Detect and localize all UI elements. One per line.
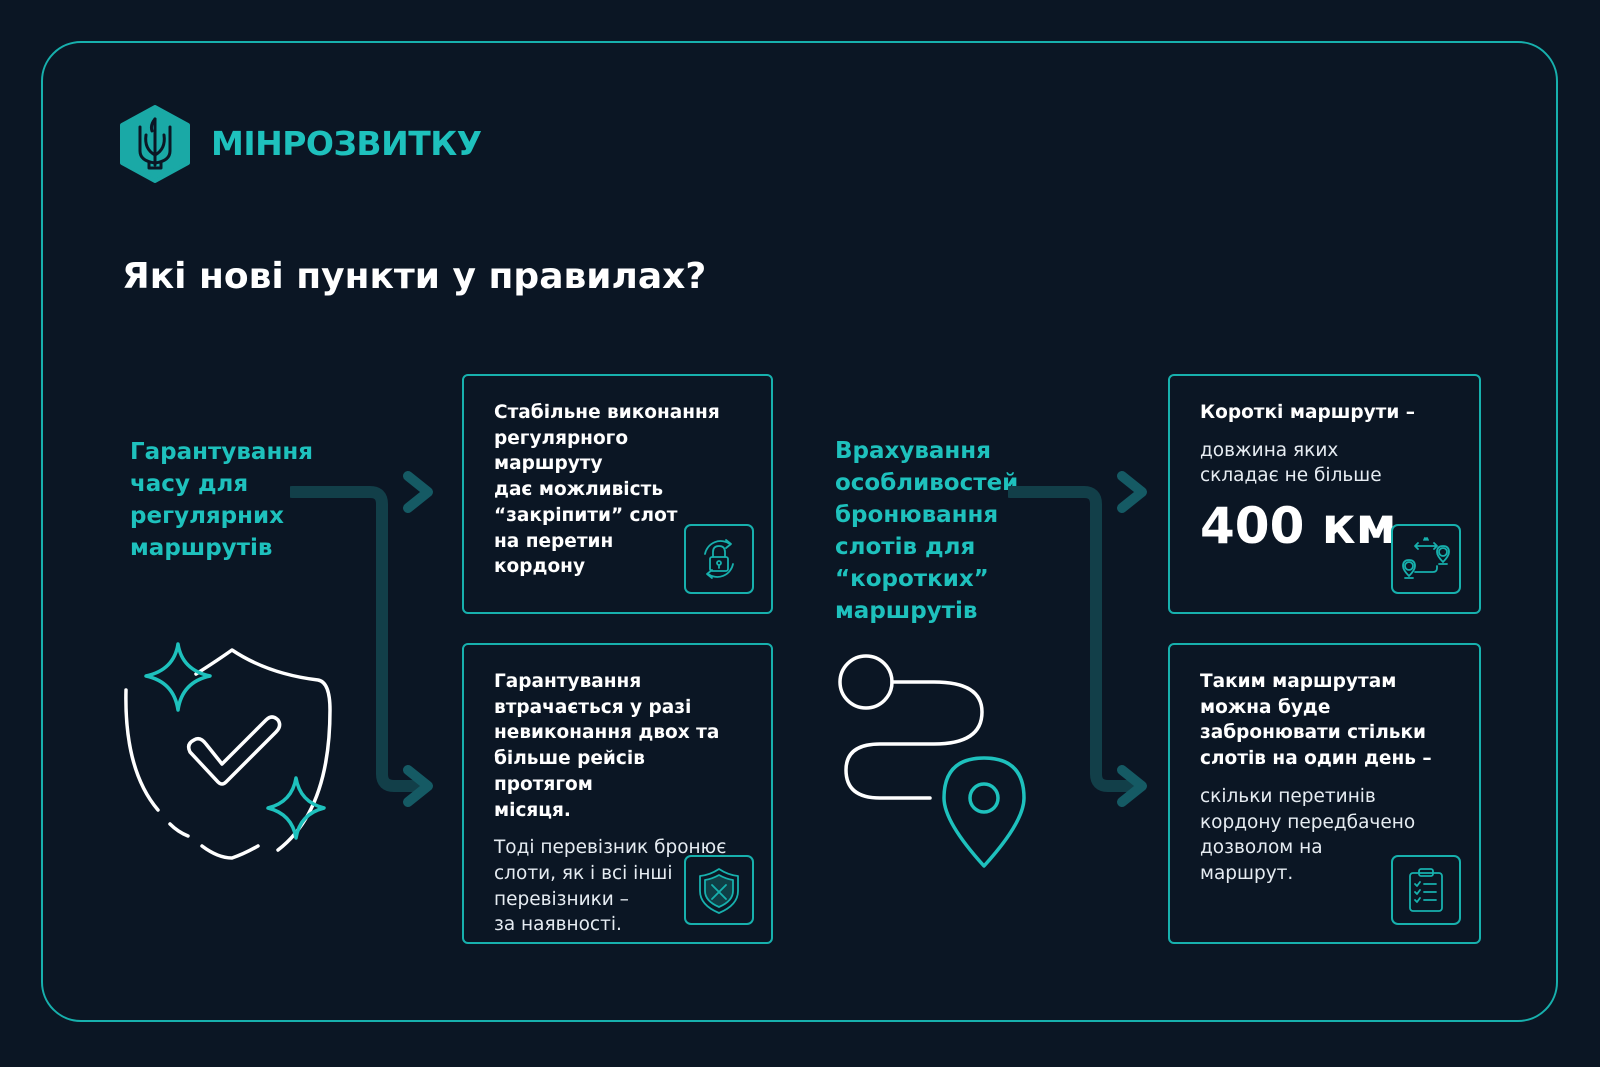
card-stable-route: Стабільне виконання регулярного маршруту… bbox=[462, 374, 773, 614]
card-guarantee-loss-regular: Тоді перевізник бронює слоти, як і всі і… bbox=[494, 837, 727, 936]
card-stable-route-text: Стабільне виконання регулярного маршруту… bbox=[494, 402, 720, 578]
card-guarantee-loss: Гарантування втрачається у разі невикона… bbox=[462, 643, 773, 944]
route-pin-icon bbox=[838, 654, 1026, 868]
left-section-title: Гарантування часу для регулярних маршрут… bbox=[130, 439, 314, 561]
shield-cross-icon bbox=[684, 855, 754, 925]
card-slots-per-day-regular: скільки перетинів кордону передбачено до… bbox=[1200, 785, 1416, 884]
clipboard-checklist-icon bbox=[1391, 855, 1461, 925]
card-short-routes: Короткі маршрути – довжина яких складає … bbox=[1168, 374, 1481, 614]
lock-refresh-icon bbox=[684, 524, 754, 594]
shield-check-sparkles-icon bbox=[124, 642, 332, 860]
trident-logo-icon bbox=[120, 105, 190, 183]
content-frame bbox=[41, 41, 1558, 1022]
right-section-title: Врахування особливостей бронювання слоті… bbox=[835, 438, 1019, 624]
card-short-routes-bold: Короткі маршрути – bbox=[1200, 402, 1416, 423]
page-title: Які нові пункти у правилах? bbox=[122, 256, 707, 297]
route-distance-icon bbox=[1391, 524, 1461, 594]
card-guarantee-loss-bold: Гарантування втрачається у разі невикона… bbox=[494, 671, 720, 821]
branch-arrow-connector bbox=[290, 471, 433, 807]
branch-arrow-connector-right bbox=[1008, 471, 1147, 807]
card-short-routes-regular: довжина яких складає не більше bbox=[1200, 439, 1382, 487]
card-slots-per-day-bold: Таким маршрутам можна буде забронювати с… bbox=[1200, 671, 1432, 770]
route-length-value: 400 км bbox=[1200, 497, 1397, 556]
card-slots-per-day: Таким маршрутам можна буде забронювати с… bbox=[1168, 643, 1481, 944]
brand-name: МІНРОЗВИТКУ bbox=[211, 124, 482, 163]
